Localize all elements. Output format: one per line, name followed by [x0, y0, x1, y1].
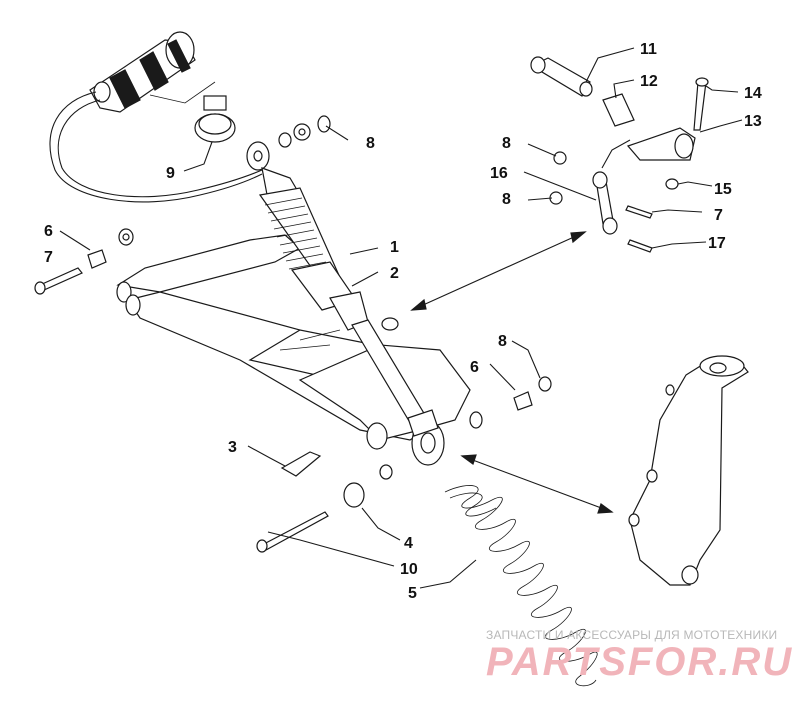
callout-8-top: 8 — [366, 135, 375, 152]
hose-clamp — [194, 95, 236, 143]
sway-bar-link-parts — [530, 56, 709, 253]
callout-3: 3 — [228, 439, 237, 456]
callout-7-left: 7 — [44, 249, 53, 266]
leader-lines — [59, 47, 743, 589]
callout-8-link-lower: 8 — [502, 191, 511, 208]
connection-arrows — [410, 231, 614, 514]
callout-12: 12 — [640, 73, 658, 90]
callout-9: 9 — [166, 165, 175, 182]
callout-labels: 1 2 3 4 5 6 6 7 7 8 8 8 8 9 10 11 12 13 … — [44, 41, 762, 602]
left-bolt-assembly — [34, 228, 134, 295]
shock-spring-coils — [264, 197, 327, 270]
watermark-brand: PARTSFOR.RU — [486, 640, 794, 684]
callout-17: 17 — [708, 235, 726, 252]
lower-hardware — [256, 317, 552, 553]
callout-1: 1 — [390, 239, 399, 256]
callout-10: 10 — [400, 561, 418, 578]
shock-absorber — [246, 141, 445, 466]
callout-15: 15 — [714, 181, 732, 198]
callout-8-lower: 8 — [498, 333, 507, 350]
callout-14: 14 — [744, 85, 762, 102]
callout-13: 13 — [744, 113, 762, 130]
callout-8-link-upper: 8 — [502, 135, 511, 152]
callout-16: 16 — [490, 165, 508, 182]
callout-5: 5 — [408, 585, 417, 602]
callout-6-right: 6 — [470, 359, 479, 376]
callout-7-right: 7 — [714, 207, 723, 224]
spindle-knuckle — [628, 355, 749, 586]
callout-6-left: 6 — [44, 223, 53, 240]
watermark-tagline: ЗАПЧАСТИ И АКСЕССУАРЫ ДЛЯ МОТОТЕХНИКИ — [486, 628, 778, 642]
coil-spring — [444, 485, 598, 687]
top-mount-hardware — [278, 115, 331, 148]
callout-11: 11 — [640, 41, 657, 58]
callout-4: 4 — [404, 535, 413, 552]
callout-2: 2 — [390, 265, 399, 282]
reservoir-canister — [49, 31, 263, 203]
